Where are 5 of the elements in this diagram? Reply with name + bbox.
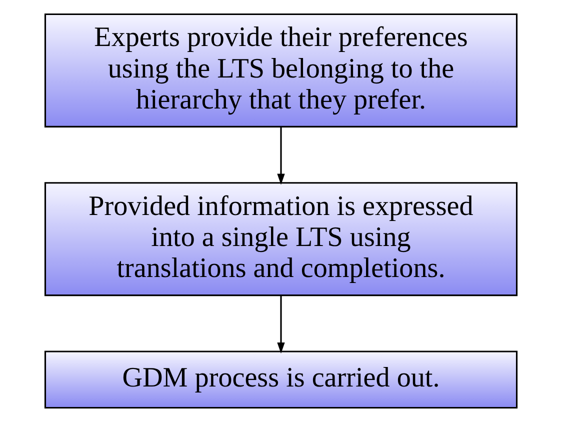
arrow [277,295,285,354]
node-box: Experts provide their preferences using the LTS belonging to the hierarchy that they prefer. [44,14,518,128]
node-box: GDM process is carried out. [44,350,518,408]
node-box: Provided information is expressed into a single LTS using translations and completions. [44,182,518,296]
arrow [277,126,285,185]
